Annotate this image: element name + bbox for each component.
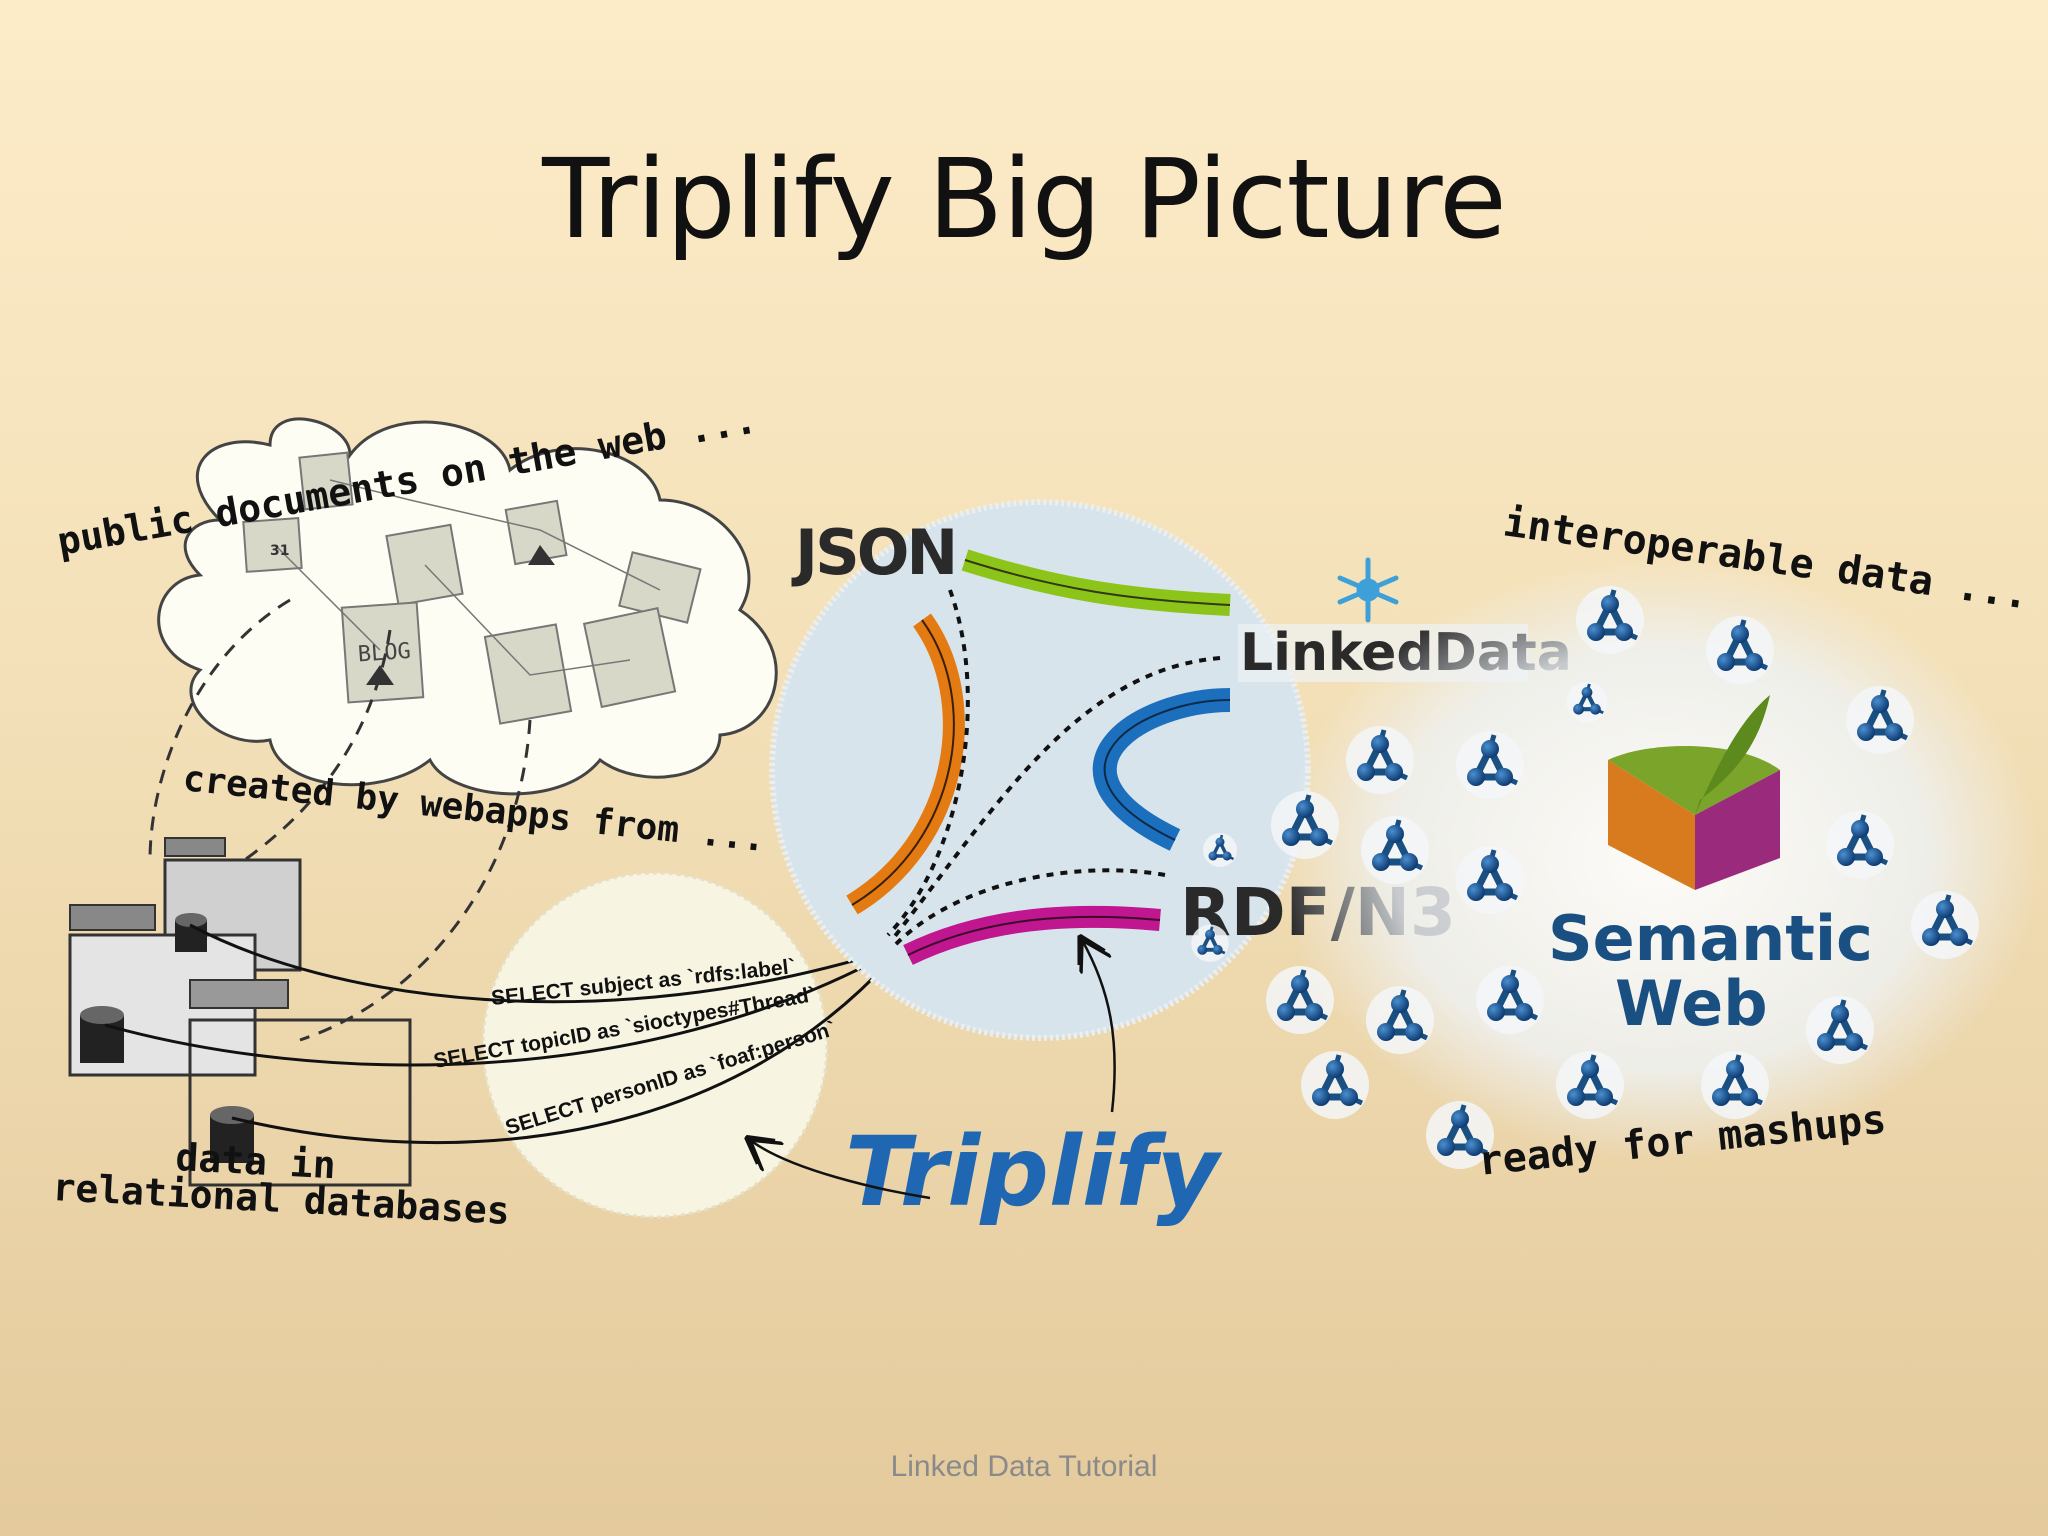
triplify-to-rdf-arrow bbox=[1082, 940, 1116, 1113]
triplify-to-sql-arrow bbox=[750, 1140, 931, 1200]
calendar-doc-label: 31 bbox=[270, 543, 289, 559]
query-arrows bbox=[104, 923, 897, 1145]
json-label: JSON bbox=[791, 516, 955, 589]
triplify-logo: Triplify bbox=[845, 1116, 1222, 1228]
semantic-web-title-line1: Semantic bbox=[1548, 902, 1873, 975]
format-arcs bbox=[846, 549, 1231, 965]
person-icon bbox=[528, 545, 555, 565]
linkeddata-icon bbox=[1337, 557, 1399, 623]
data-in-label: data in bbox=[175, 1135, 337, 1187]
semantic-web-cube-logo bbox=[1608, 695, 1780, 890]
slide-footer: Linked Data Tutorial bbox=[890, 1450, 1158, 1483]
document-thumbnails bbox=[242, 451, 702, 725]
dotted-flows bbox=[886, 589, 1221, 947]
database-icon bbox=[175, 913, 207, 952]
database-icon bbox=[80, 1006, 124, 1063]
web-documents-cloud: 31 BLOG bbox=[157, 417, 778, 796]
semantic-web-title-line2: Web bbox=[1615, 967, 1768, 1040]
person-icon bbox=[366, 665, 394, 685]
relational-databases bbox=[68, 837, 412, 1187]
slide-title: Triplify Big Picture bbox=[542, 135, 1507, 263]
database-icon bbox=[210, 1106, 254, 1163]
